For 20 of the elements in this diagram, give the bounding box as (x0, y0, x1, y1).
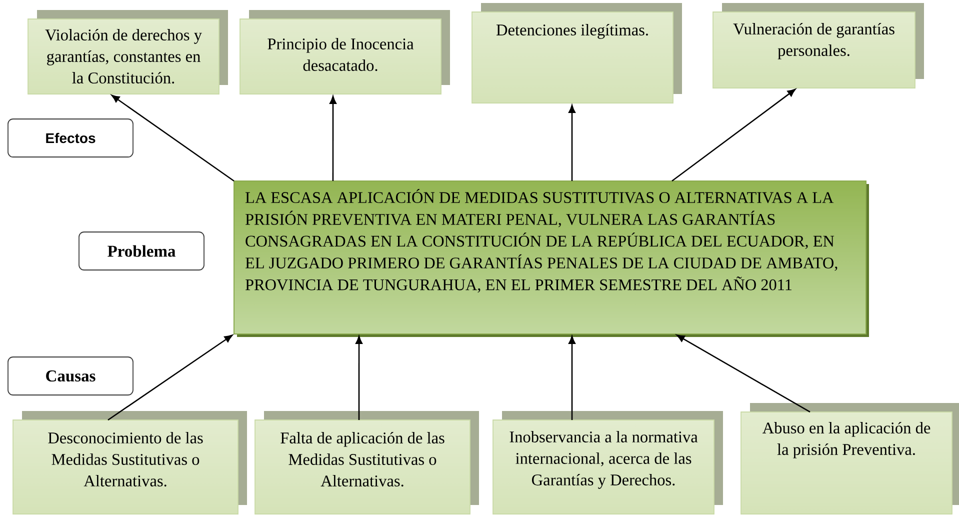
section-label-box: Problema (78, 232, 204, 270)
cause-box: Desconocimiento de las Medidas Sustitutivas o Alternativas. (12, 411, 247, 514)
arrow (672, 88, 796, 182)
effect-box: Detenciones ilegítimas. (472, 3, 682, 104)
effect-box: Violación de derechos y garantías, constantes en la Constitución. (28, 10, 228, 94)
cause-box: Inobservancia a la normativa internacional, acerca de las Garantías y Derechos. (492, 411, 723, 514)
section-label-box: Efectos (8, 118, 134, 158)
arrow (676, 334, 810, 413)
problem-box: LA ESCASA APLICACIÓN DE MEDIDAS SUSTITUTIVAS O ALTERNATIVAS A LA PRISIÓN PREVENTIVA EN MATERI PENAL, VULNERA LAS GARANTÍAS CONSAGRADAS EN LA CONSTITUCIÓN DE LA REPÚBLICA DEL ECUADOR, EN EL JUZGADO PRIMERO DE GARANTÍAS PENALES DE LA CIUDAD DE AMBATO, PROVINCIA DE TUNGURAHUA, EN EL PRIMER SEMESTRE DEL AÑO 2011 (234, 180, 869, 337)
arrow (108, 334, 233, 421)
cause-box: Abuso en la aplicación de la prisión Preventiva. (740, 403, 959, 514)
arrow (568, 104, 576, 181)
arrow (330, 96, 336, 181)
effect-box: Principio de Inocencia desacatado. (240, 10, 450, 94)
arrow (568, 336, 576, 420)
cause-box: Falta de aplicación de las Medidas Sustitutivas o Alternativas. (254, 411, 479, 514)
section-label-box: Causas (8, 356, 134, 396)
arrow (356, 336, 362, 420)
effect-box: Vulneración de garantías personales. (712, 3, 924, 88)
arrow (111, 94, 234, 182)
